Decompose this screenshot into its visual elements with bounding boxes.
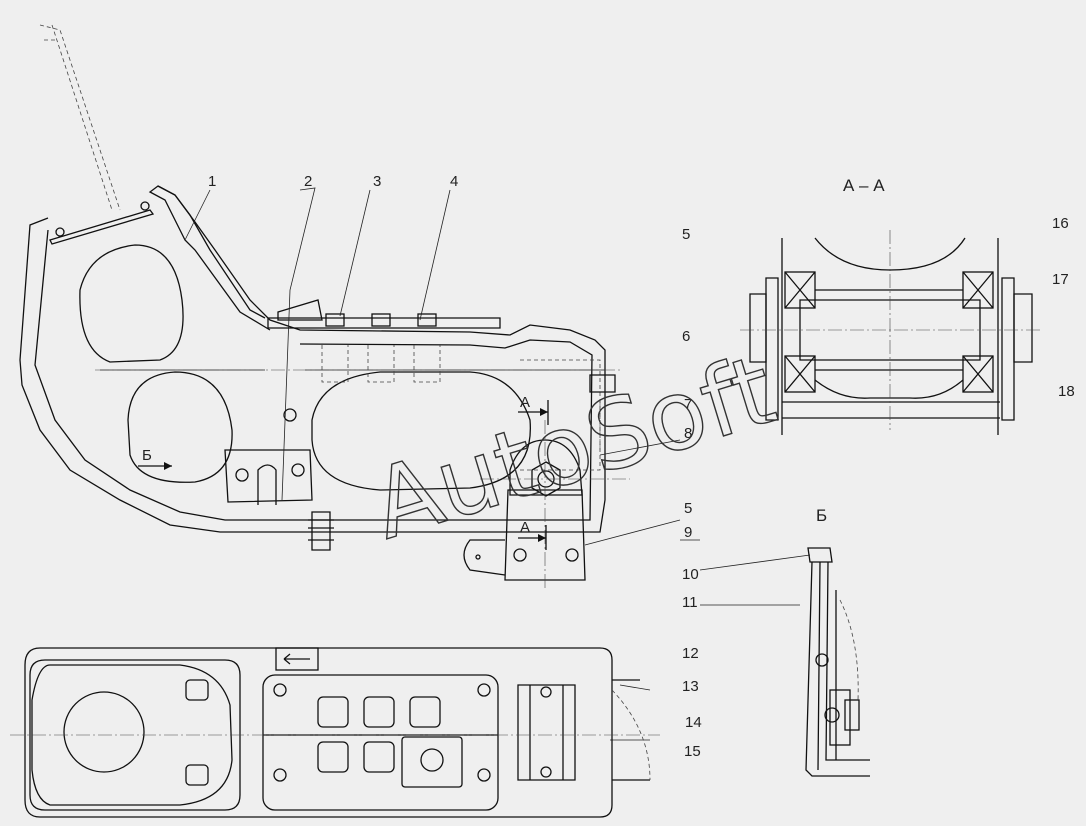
part-label-3: 3 [373,173,381,190]
section-aa-view [740,230,1040,435]
part-label-10: 10 [682,566,699,583]
part-label-16: 16 [1052,215,1069,232]
view-b [805,547,870,777]
part-label-12: 12 [682,645,699,662]
part-label-18: 18 [1058,383,1075,400]
part-label-2: 2 [304,173,312,190]
part-label-13: 13 [682,678,699,695]
autosoft-watermark: AutoSoft [360,333,787,561]
part-label-4: 4 [450,173,458,190]
part-label-5a: 5 [682,226,690,243]
part-label-8: 8 [684,425,692,442]
part-label-17: 17 [1052,271,1069,288]
view-b-title: Б [816,506,827,525]
part-label-15: 15 [684,743,701,760]
part-number-labels: 1 2 3 4 5 6 7 8 5 9 10 11 12 13 14 15 16… [208,173,1075,760]
part-label-7: 7 [684,396,692,413]
part-label-9: 9 [684,524,692,541]
part-label-14: 14 [685,714,702,731]
section-aa-title: А – А [843,176,885,195]
plan-view [10,647,660,818]
section-markers: А А Б [138,394,549,550]
section-a-marker-bottom: А [520,519,530,536]
part-label-11: 11 [682,594,698,611]
section-a-marker-top: А [520,394,530,411]
part-label-5b: 5 [684,500,692,517]
part-label-1: 1 [208,173,216,190]
housing-side-view [19,24,630,590]
part-label-6: 6 [682,328,690,345]
view-b-marker: Б [142,447,152,464]
